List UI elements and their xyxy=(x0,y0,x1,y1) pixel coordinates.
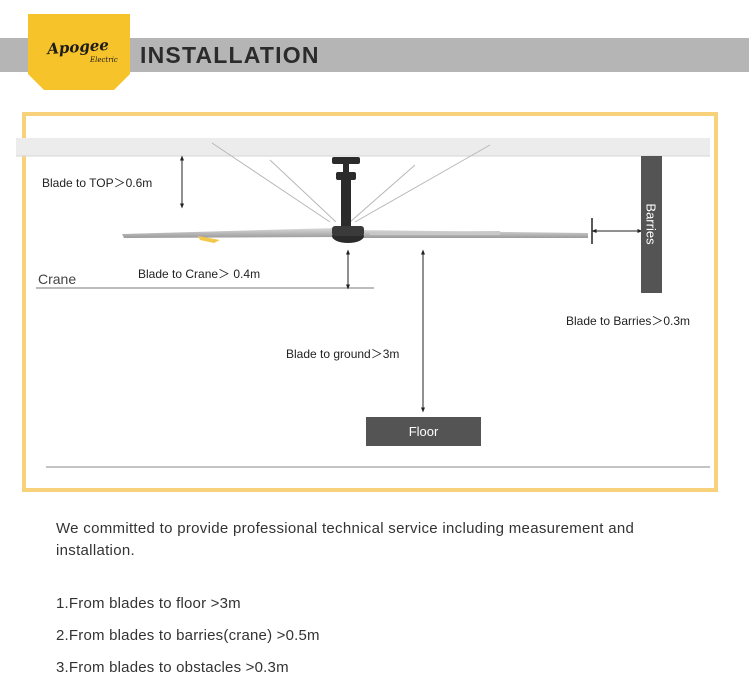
barries-label: Barries xyxy=(643,203,659,245)
fan-support-wires xyxy=(211,142,491,223)
floor-label: Floor xyxy=(408,424,439,439)
label-blade-to-top: Blade to TOP＞0.6m xyxy=(42,176,153,190)
label-crane: Crane xyxy=(38,271,77,287)
installation-diagram: Blade to TOP＞0.6m Crane Blade to Crane＞ … xyxy=(16,112,718,492)
fan-mount-stem xyxy=(343,164,349,174)
requirement-item-2: 2.From blades to barries(crane) >0.5m xyxy=(56,627,320,644)
label-blade-to-ground: Blade to ground＞3m xyxy=(286,347,400,361)
fan-mount-bracket xyxy=(336,172,356,180)
brand-logo: Apogee Electric xyxy=(26,14,132,90)
requirement-item-1: 1.From blades to floor >3m xyxy=(56,595,241,612)
fan-illustration xyxy=(122,157,588,243)
page-title: INSTALLATION xyxy=(140,42,320,68)
floor-box: Floor xyxy=(366,417,481,446)
fan-downrod xyxy=(341,180,351,228)
requirement-item-3: 3.From blades to obstacles >0.3m xyxy=(56,659,289,676)
fan-motor-top xyxy=(332,226,364,236)
fan-blade-back xyxy=(370,231,500,235)
barries-box xyxy=(641,156,662,293)
fan-blade-tip-yellow xyxy=(198,236,220,243)
label-blade-to-crane: Blade to Crane＞ 0.4m xyxy=(138,267,261,281)
logo-sub: Electric xyxy=(90,56,118,64)
fan-blade-left xyxy=(122,228,338,238)
intro-paragraph: We committed to provide professional tec… xyxy=(56,520,635,559)
ceiling-band xyxy=(16,138,710,156)
logo-badge-shape xyxy=(28,14,130,90)
fan-mount xyxy=(332,157,360,164)
label-blade-to-barries: Blade to Barries＞0.3m xyxy=(566,314,691,328)
